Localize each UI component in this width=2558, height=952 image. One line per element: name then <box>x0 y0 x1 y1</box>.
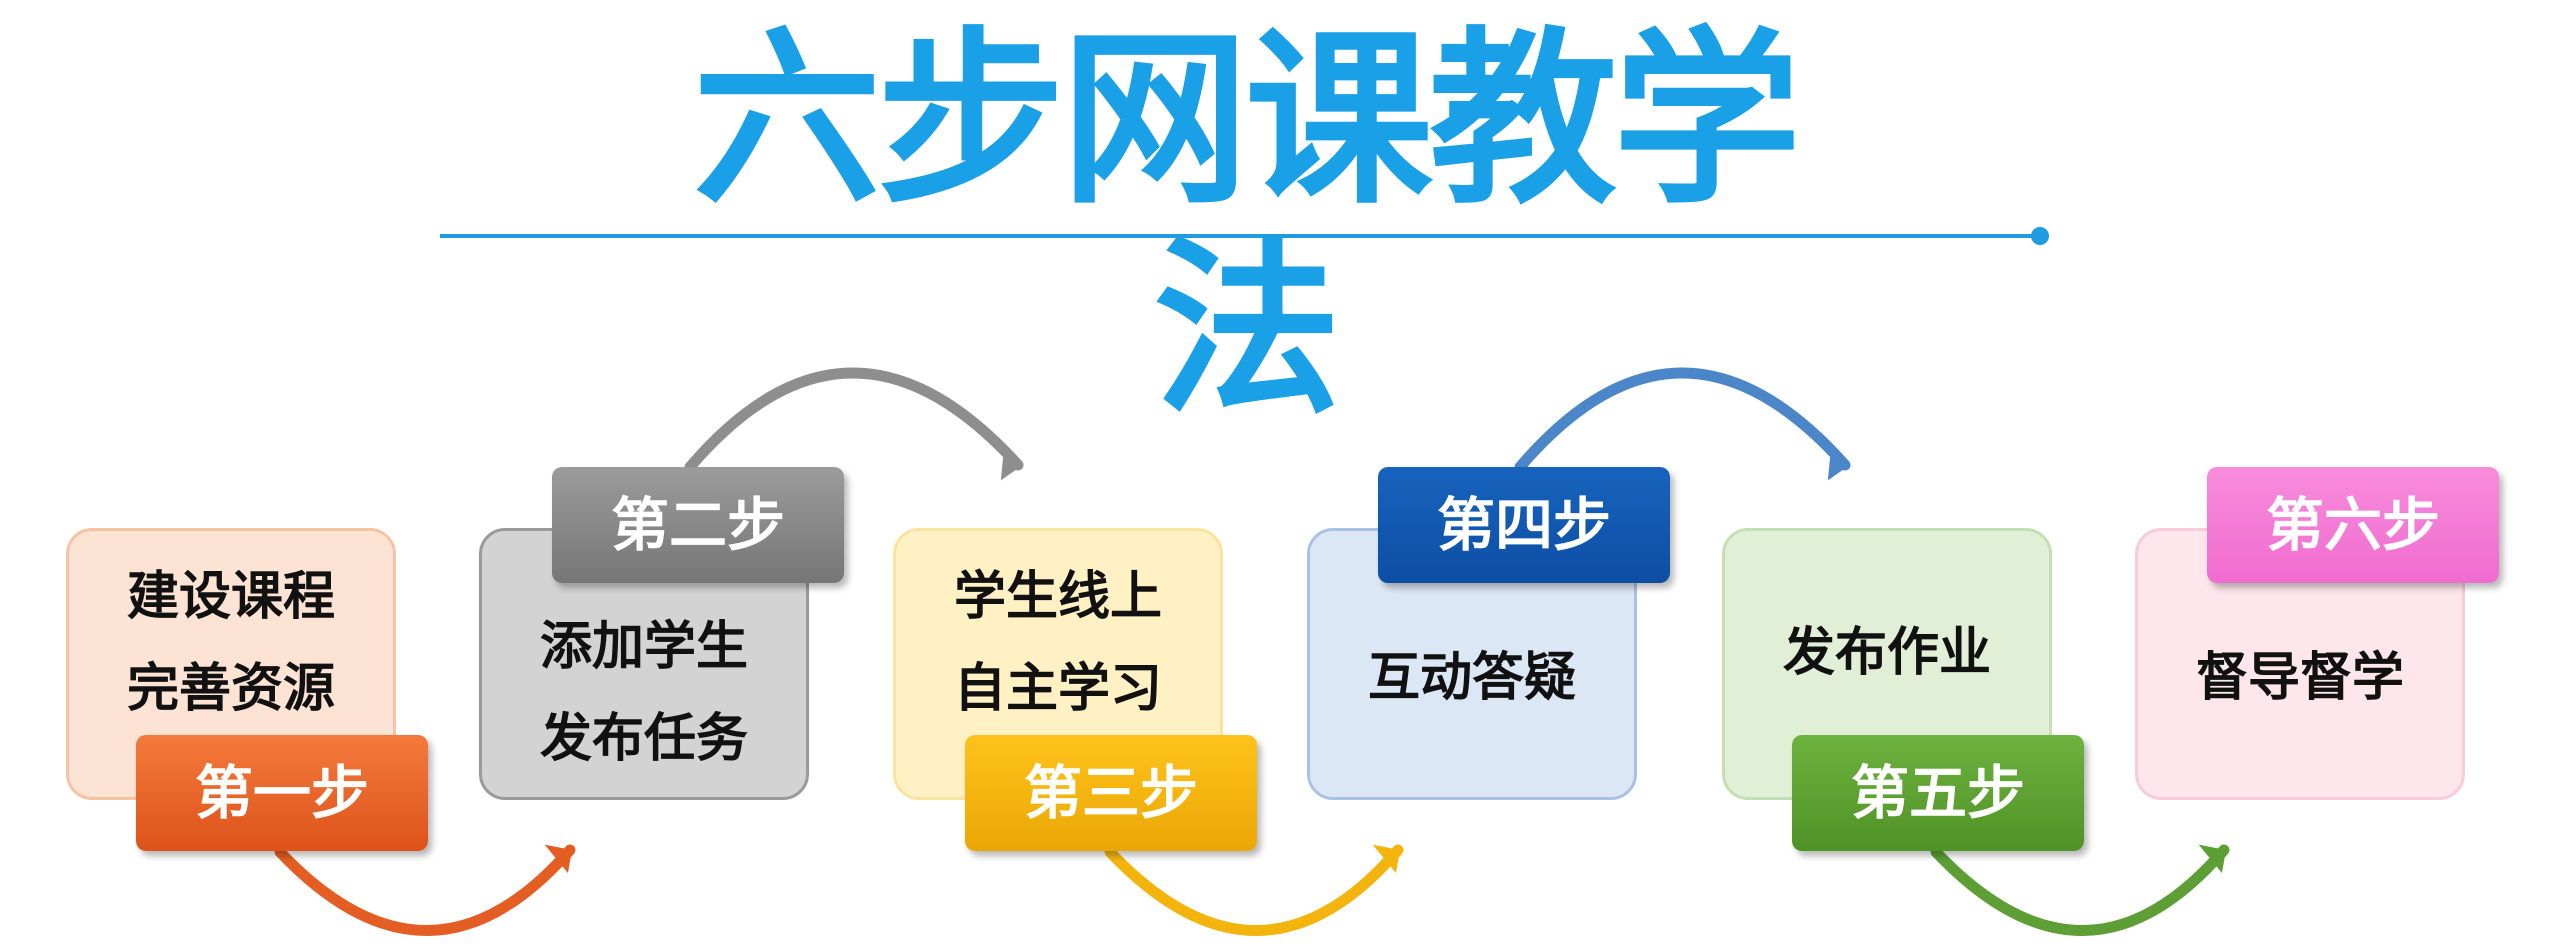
step-arrow-3 <box>1104 844 1404 936</box>
step-arrow-head-3 <box>1372 844 1400 874</box>
step-label-1: 第一步 <box>136 735 428 851</box>
step-card-text: 建设课程完善资源 <box>69 551 393 735</box>
step-arrow-head-5 <box>2198 844 2226 874</box>
step-arrow-head-2 <box>1000 443 1020 481</box>
title-underline-endpoint <box>2031 227 2049 245</box>
step-arrow-4 <box>1514 367 1851 473</box>
step-label-4: 第四步 <box>1378 467 1670 583</box>
step-card-line: 添加学生 <box>539 617 748 677</box>
step-card-text: 互动答疑 <box>1310 632 1634 724</box>
step-arrow-head-1 <box>544 844 572 874</box>
step-card-line: 发布任务 <box>539 709 748 769</box>
step-card-line: 发布作业 <box>1782 623 1991 683</box>
step-label-5: 第五步 <box>1792 735 2084 851</box>
step-arrow-head-4 <box>1827 443 1847 481</box>
step-card-text: 发布作业 <box>1725 607 2049 699</box>
step-card-line: 互动答疑 <box>1367 648 1576 708</box>
step-card-text: 添加学生发布任务 <box>482 601 806 785</box>
step-label-3: 第三步 <box>965 735 1257 851</box>
step-arrow-5 <box>1930 844 2230 936</box>
step-card-line: 督导督学 <box>2195 648 2404 708</box>
step-arrows <box>274 367 2230 936</box>
step-label-2: 第二步 <box>552 467 844 583</box>
title-area: 六步网课教学法 <box>660 8 1830 436</box>
step-card-line: 建设课程 <box>126 567 335 627</box>
step-label-6: 第六步 <box>2207 467 2499 583</box>
step-card-text: 学生线上自主学习 <box>896 551 1220 735</box>
step-card-line: 学生线上 <box>953 567 1162 627</box>
step-arrow-1 <box>274 844 576 936</box>
step-card-line: 完善资源 <box>126 659 335 719</box>
step-arrow-2 <box>684 367 1024 473</box>
step-card-text: 督导督学 <box>2138 632 2462 724</box>
page-title: 六步网课教学法 <box>693 11 1801 440</box>
step-card-line: 自主学习 <box>953 659 1162 719</box>
